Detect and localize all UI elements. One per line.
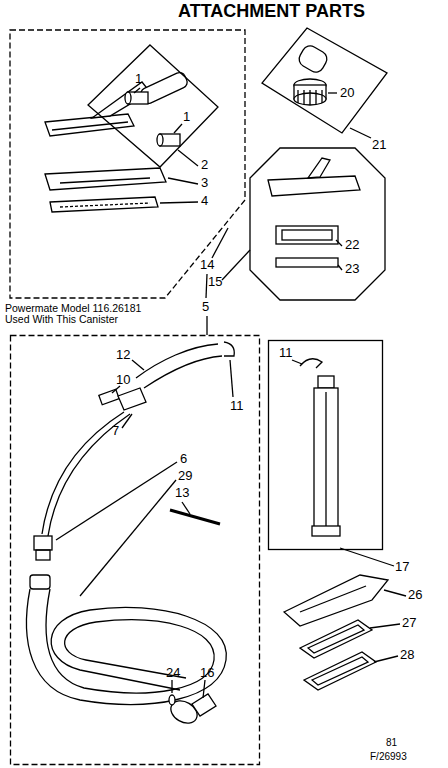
group-outline [88,45,220,169]
dusting-brush [45,71,189,136]
hose-assembly [27,342,235,728]
group-outline [250,148,387,302]
part-group-outline: 11 [268,340,383,550]
outline-shape [88,45,218,167]
callout-number: 2 [201,158,208,172]
brush-strip [50,197,158,212]
callout-number: 6 [180,452,187,466]
callout-number: 28 [400,648,414,662]
drawing-code: 81 [386,738,397,749]
floor-tool-15 [268,176,360,196]
callout-number: 13 [175,486,189,500]
outline-shape [250,148,385,300]
callout-number: 16 [200,666,214,680]
pad-22 [276,226,338,244]
callout-number: 1 [135,72,142,86]
crevice-tool [284,575,388,626]
adapter-sleeve [125,92,180,146]
callout-number: 21 [372,138,386,152]
outline-shape [10,30,245,298]
callout-number: 26 [408,588,422,602]
group-outline [268,340,385,552]
part-group-outline: 20 [262,28,387,133]
outline-shape [11,336,260,765]
outline-shape [269,341,383,550]
strip-23 [276,258,338,267]
callout-number: 3 [201,176,208,190]
floor-tool [45,168,166,190]
group-outline [262,28,389,135]
callout-number: 27 [402,616,416,630]
pad-28 [304,652,376,690]
callout-number: 15 [208,275,222,289]
callout-number: 14 [200,258,214,272]
callout-number: 11 [279,346,293,360]
callout-number: 4 [201,194,208,208]
group-outline [10,335,262,767]
callout-number: 10 [116,373,130,387]
extension-wand [300,359,340,536]
callout-number: 12 [116,348,130,362]
callout-number: 20 [340,86,354,100]
callout-number: 23 [345,262,359,276]
callout-number: 22 [345,238,359,252]
callout-number: 5 [202,300,209,314]
part-group-outline: 11 [88,45,218,167]
diagram-title: ATTACHMENT PARTS [178,2,365,21]
part-group-outline: 12 10 11 7 6 29 13 24 16 [10,335,260,765]
note-text: Powermate Model 116.26181 Used With This… [5,303,155,325]
callout-number: 1 [183,110,190,124]
callout-number: 29 [178,469,192,483]
drawing-code: F/26993 [370,752,407,763]
part-group-outline: 22 23 [250,148,385,300]
callout-number: 17 [395,560,409,574]
callout-number: 24 [166,666,180,680]
outline-shape [262,28,387,133]
callout-number: 7 [112,424,119,438]
callout-number: 11 [230,399,244,413]
dusting-brush-20 [294,43,330,105]
